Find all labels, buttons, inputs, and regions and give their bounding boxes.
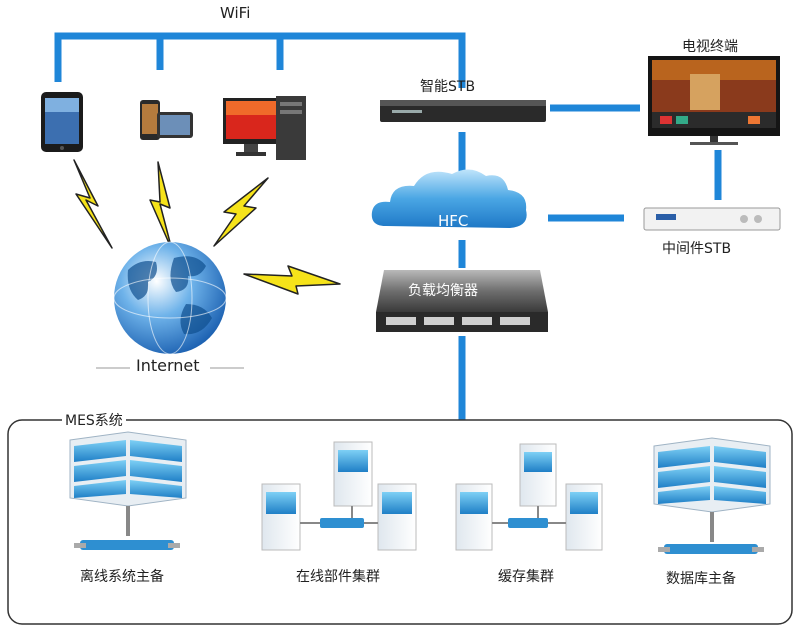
cache-cluster-label: 缓存集群	[498, 569, 554, 585]
phones-icon	[140, 100, 193, 140]
smart-stb-icon	[380, 100, 546, 122]
online-cluster-label: 在线部件集群	[296, 569, 380, 585]
database-tower-icon	[653, 437, 771, 554]
wifi-label: WiFi	[220, 4, 251, 22]
mes-system-label: MES系统	[62, 410, 126, 430]
internet-label: Internet	[136, 356, 200, 375]
tablet-icon	[41, 92, 83, 152]
lightning-icon	[243, 265, 341, 295]
lightning-icon	[213, 177, 269, 247]
wireless-bolts	[73, 159, 341, 295]
load-balancer-label: 负载均衡器	[408, 283, 478, 299]
database-host-label: 数据库主备	[666, 571, 736, 587]
middleware-stb-icon	[643, 207, 781, 231]
mes-system-frame	[7, 419, 793, 625]
tv-terminal-label: 电视终端	[682, 39, 738, 55]
middleware-stb-label: 中间件STB	[662, 241, 732, 257]
cache-cluster-icon	[455, 443, 603, 551]
hfc-label: HFC	[438, 212, 469, 230]
server-cluster-icon	[261, 441, 417, 551]
lightning-icon	[73, 159, 113, 249]
hfc-cloud-icon	[371, 169, 527, 228]
globe-icon	[113, 241, 227, 355]
smart-stb-label: 智能STB	[420, 79, 476, 95]
storage-tower-icon	[69, 431, 187, 550]
load-balancer-icon	[376, 270, 548, 332]
offline-host-label: 离线系统主备	[80, 569, 164, 585]
lightning-icon	[149, 161, 173, 251]
wifi-bus	[54, 32, 466, 88]
desktop-pc-icon	[223, 96, 306, 160]
connection-lines	[458, 104, 722, 420]
tv-terminal-icon	[648, 56, 780, 145]
